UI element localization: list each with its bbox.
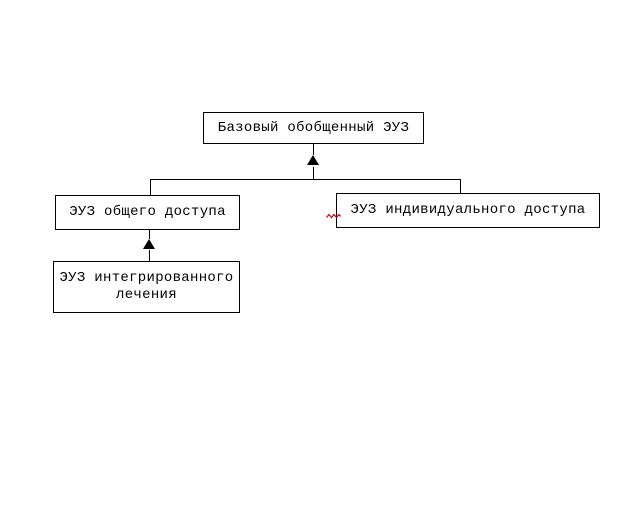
- connector-horizontal-bar: [150, 179, 461, 180]
- generalization-arrow-icon: [143, 239, 155, 249]
- connector-general-stub-upper: [149, 230, 150, 239]
- node-integrated-treatment-euz: ЭУЗ интегрированного лечения: [53, 261, 240, 313]
- generalization-arrow-icon: [307, 155, 319, 165]
- connector-drop-to-general-access: [150, 180, 151, 195]
- connector-root-stub-upper: [313, 143, 314, 155]
- connector-root-stub-lower: [313, 167, 314, 180]
- node-general-access-euz: ЭУЗ общего доступа: [55, 195, 240, 230]
- spellcheck-squiggle-icon: [326, 213, 341, 219]
- node-base-generalized-euz: Базовый обобщенный ЭУЗ: [203, 112, 424, 144]
- connector-drop-to-individual-access: [460, 180, 461, 193]
- node-individual-access-euz: ЭУЗ индивидуального доступа: [336, 193, 600, 228]
- connector-general-stub-lower: [149, 250, 150, 261]
